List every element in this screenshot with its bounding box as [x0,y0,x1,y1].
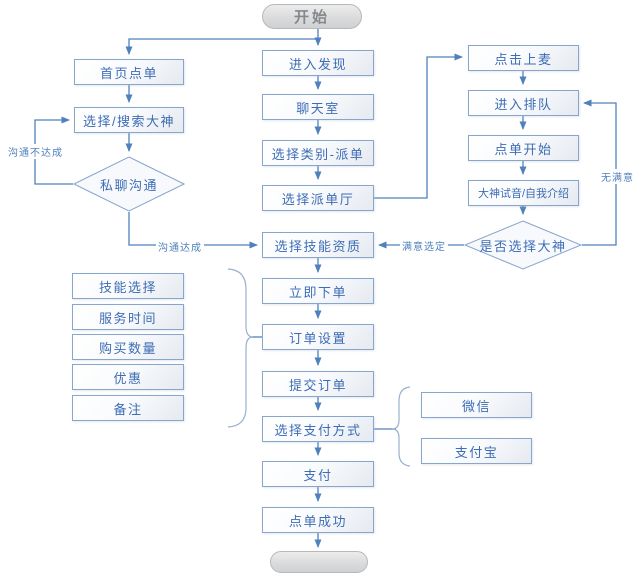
diamond-shape [73,156,185,212]
node-end [270,551,368,573]
brace-order-settings [227,268,254,428]
node-start: 开始 [262,4,362,29]
node-purchase-quantity: 购买数量 [72,334,184,360]
node-select-dispatch-hall: 选择派单厅 [262,185,374,211]
node-private-chat-decision: 私聊沟通 [73,156,185,212]
node-wechat: 微信 [421,392,532,418]
node-submit-order: 提交订单 [262,371,374,397]
edge-label-communication-reached: 沟通达成 [156,239,204,254]
node-chat-room: 聊天室 [262,94,374,120]
brace-payment-options [391,386,411,467]
node-order-start: 点单开始 [468,135,579,161]
edge-label-satisfied-selected: 满意选定 [400,238,448,253]
edge-start-to-homepage [125,38,318,55]
node-service-time: 服务时间 [72,304,184,330]
node-remarks: 备注 [72,395,184,421]
node-enter-queue: 进入排队 [468,90,579,116]
node-select-search-expert: 选择/搜索大神 [74,107,184,133]
node-choose-expert-decision: 是否选择大神 [464,220,582,270]
node-pay: 支付 [262,461,374,487]
node-enter-discover: 进入发现 [262,50,374,76]
node-order-now: 立即下单 [262,278,374,304]
flow-edges [34,29,617,548]
node-expert-audition: 大神试音/自我介绍 [468,180,579,206]
node-alipay: 支付宝 [421,438,532,464]
node-homepage-order: 首页点单 [74,59,184,85]
node-select-skill-qualification: 选择技能资质 [262,232,374,258]
node-select-category-dispatch: 选择类别-派单 [262,140,374,166]
node-select-payment-method: 选择支付方式 [262,416,374,442]
diamond-label: 私聊沟通 [99,177,158,193]
edge-label-not-satisfied: 无满意 [599,169,636,184]
diamond-shape [464,220,582,270]
edge-hall-to-clickmic [374,53,463,199]
node-order-settings: 订单设置 [262,324,374,350]
node-click-mic: 点击上麦 [468,45,579,71]
flowchart-canvas: 开始 首页点单 选择/搜索大神 私聊沟通 进入发现 聊天室 选择类别-派单 选择… [6,4,636,573]
edge-label-communication-failed: 沟通不达成 [6,144,65,159]
edge-privatechat-to-skill [128,212,258,249]
node-discount: 优惠 [72,364,184,390]
node-order-success: 点单成功 [262,507,374,533]
diamond-label: 是否选择大神 [479,238,567,254]
node-skill-selection: 技能选择 [72,273,184,299]
